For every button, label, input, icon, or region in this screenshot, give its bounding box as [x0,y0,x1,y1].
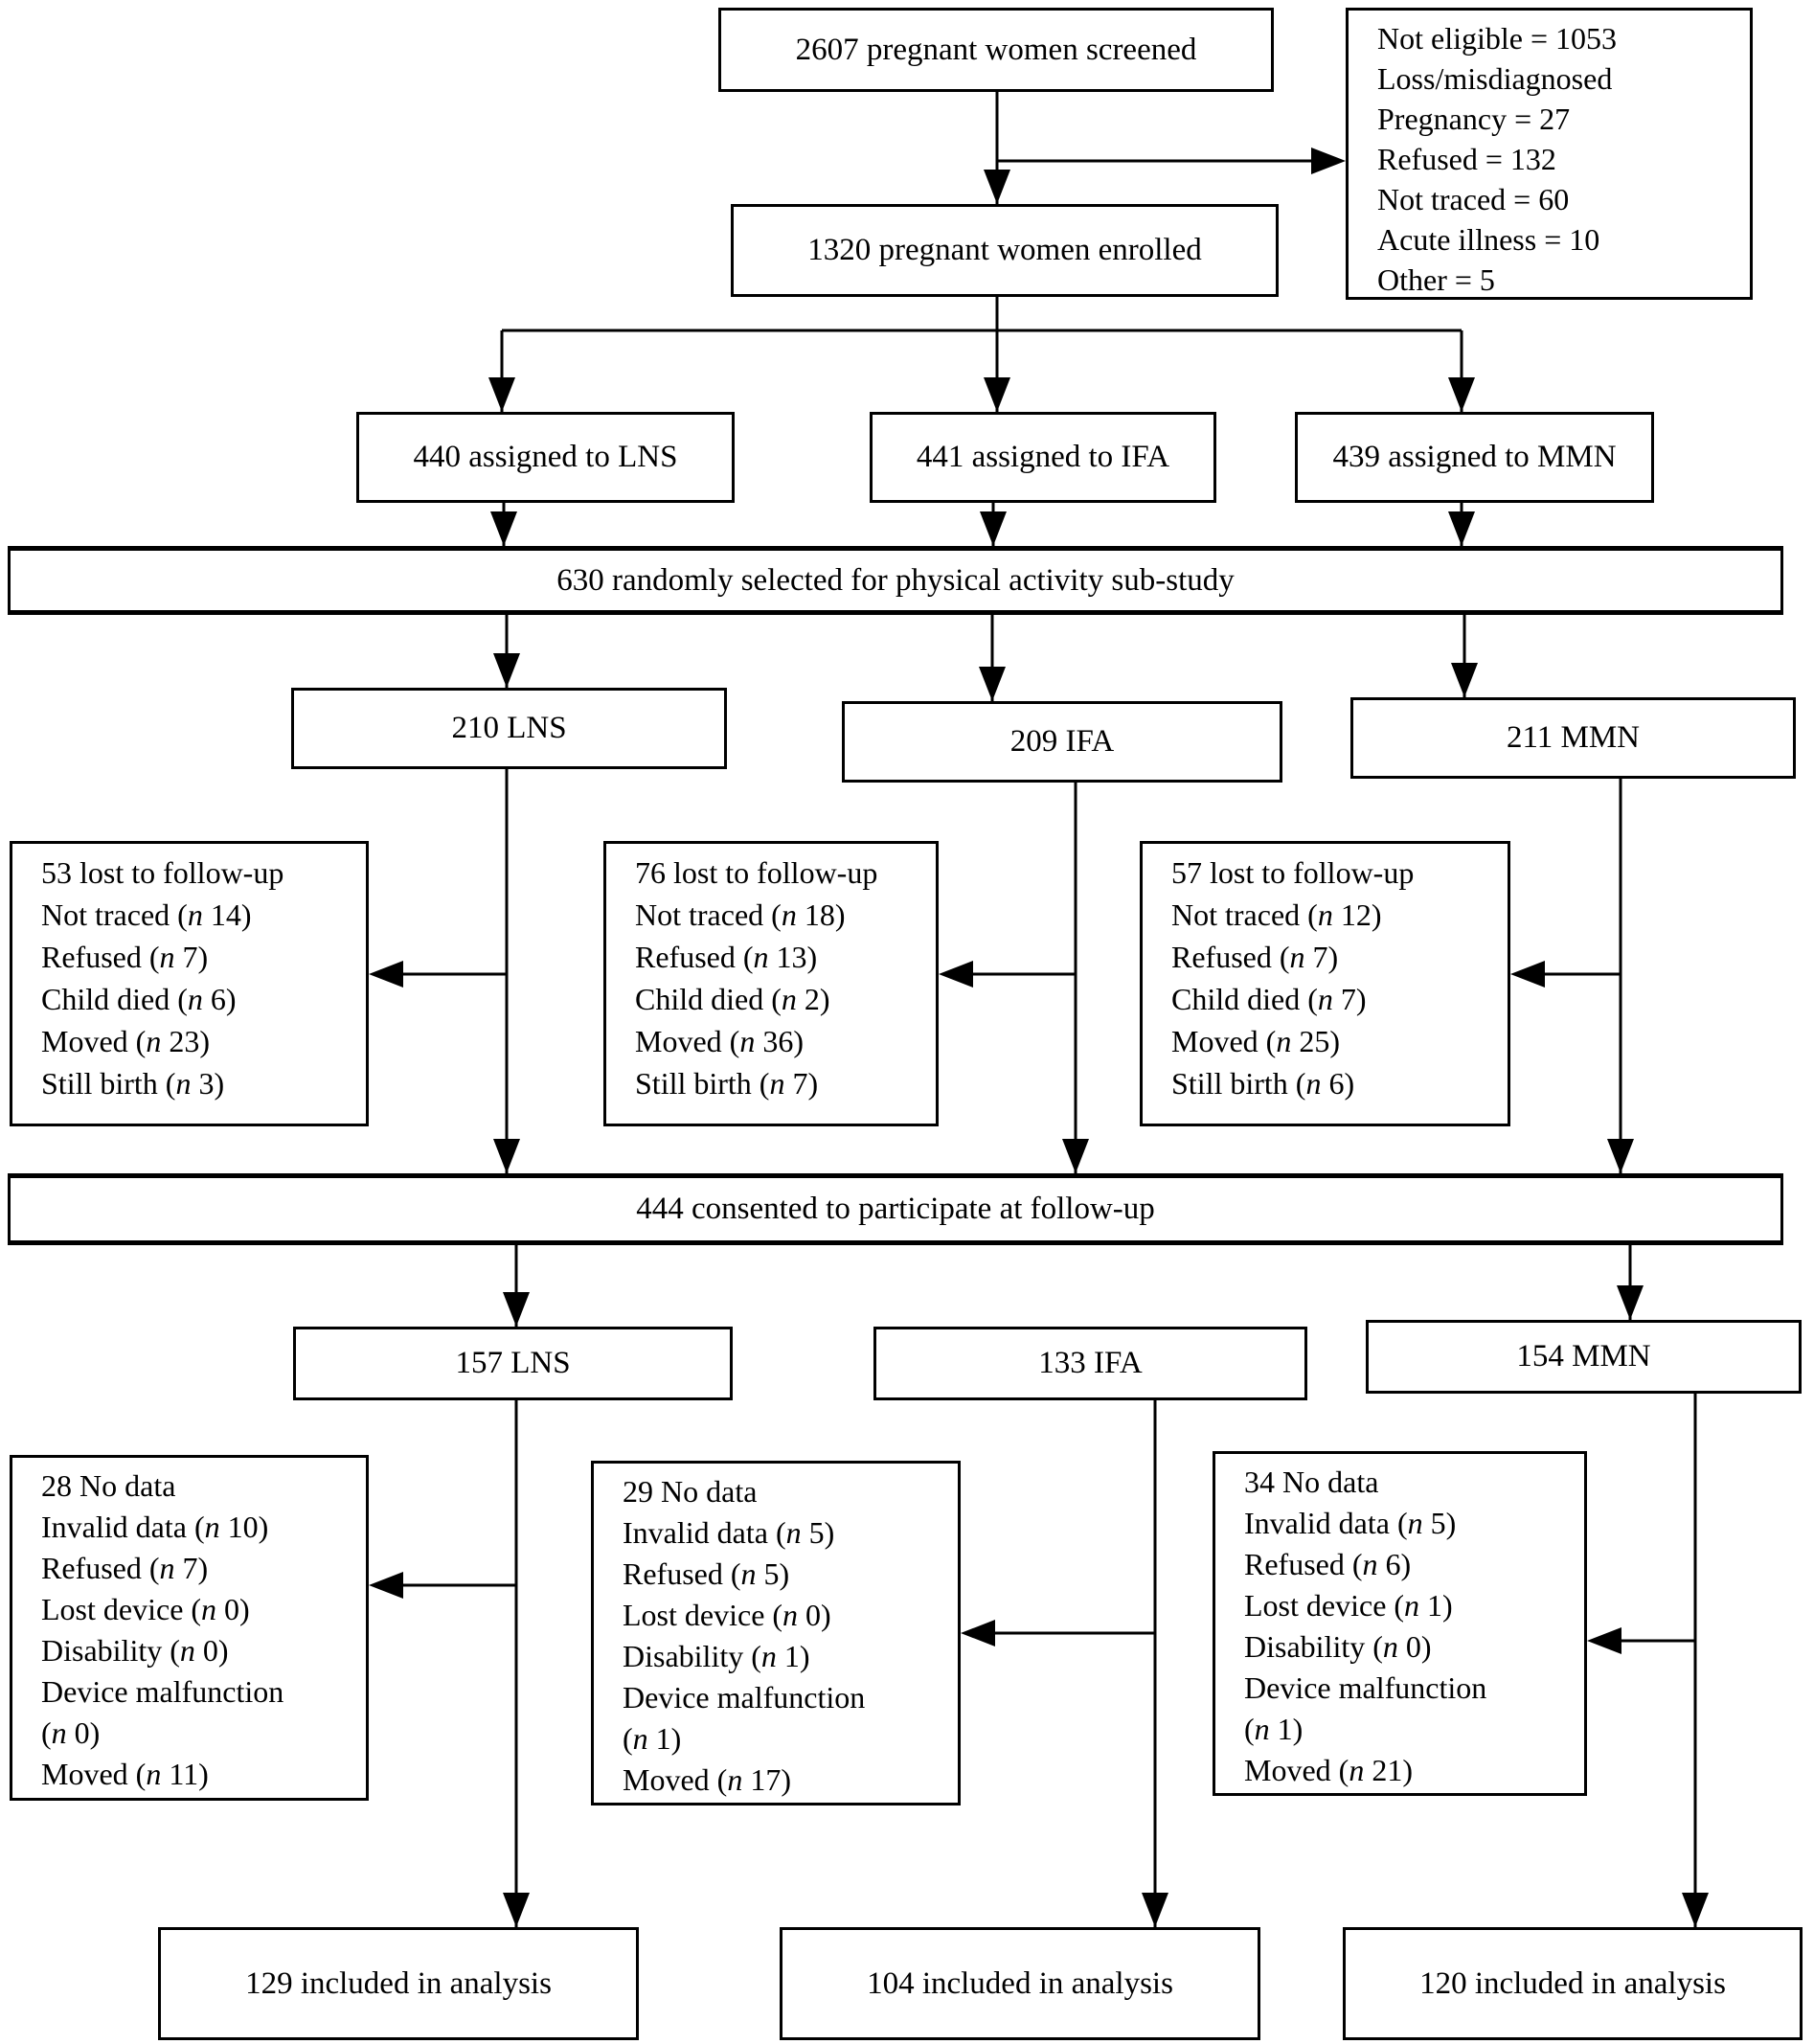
box-mmn-154: 154 MMN [1366,1320,1802,1394]
box-lns-210: 210 LNS [291,688,727,769]
box-screened: 2607 pregnant women screened [718,8,1274,92]
box-line: 57 lost to follow-up [1171,855,1415,890]
box-line: Device malfunction [1244,1670,1487,1705]
box-line: (n 1) [1244,1712,1304,1746]
box-line: Pregnancy = 27 [1377,102,1571,136]
box-line: Disability (n 1) [623,1639,810,1673]
box-line: Loss/misdiagnosed [1377,61,1613,96]
box-ifa-209: 209 IFA [842,701,1282,783]
box-line: 76 lost to follow-up [635,855,878,890]
box-line: Moved (n 17) [623,1762,791,1797]
box-line: Invalid data (n 10) [41,1510,269,1544]
box-line: Refused (n 6) [1244,1547,1412,1581]
box-assigned-mmn-label: 439 assigned to MMN [1332,440,1617,474]
box-line: 29 No data [623,1474,758,1509]
box-line: Refused (n 5) [623,1556,790,1591]
box-line: Not traced (n 18) [635,897,846,932]
box-line: 34 No data [1244,1465,1379,1499]
box-mmn-211-label: 211 MMN [1506,720,1641,755]
box-line: Disability (n 0) [41,1633,229,1668]
box-mmn-154-label: 154 MMN [1516,1339,1651,1374]
box-line: Not traced (n 14) [41,897,252,932]
box-lns-157: 157 LNS [293,1327,733,1400]
box-line: (n 0) [41,1715,101,1750]
box-line: Still birth (n 7) [635,1066,819,1101]
box-line: Invalid data (n 5) [1244,1506,1457,1540]
box-assigned-ifa: 441 assigned to IFA [870,412,1216,503]
box-line: Refused (n 13) [635,940,818,974]
box-line: Other = 5 [1377,262,1495,297]
box-line: Child died (n 6) [41,982,237,1016]
box-substudy: 630 randomly selected for physical activ… [8,546,1783,615]
box-screened-label: 2607 pregnant women screened [795,32,1197,67]
box-ifa-133-label: 133 IFA [1038,1346,1143,1380]
box-line: Moved (n 21) [1244,1753,1413,1787]
box-line: 28 No data [41,1468,176,1503]
box-line: Refused (n 7) [41,1551,209,1585]
box-line: Moved (n 25) [1171,1024,1340,1058]
box-line: Moved (n 23) [41,1024,210,1058]
box-line: Refused (n 7) [41,940,209,974]
box-line: Device malfunction [41,1674,284,1709]
box-enrolled: 1320 pregnant women enrolled [731,204,1279,297]
box-assigned-mmn: 439 assigned to MMN [1295,412,1654,503]
box-line: Child died (n 7) [1171,982,1367,1016]
box-consented-label: 444 consented to participate at follow-u… [636,1192,1155,1226]
box-enrolled-label: 1320 pregnant women enrolled [807,233,1202,267]
box-line: Invalid data (n 5) [623,1515,835,1550]
box-included-lns-label: 129 included in analysis [245,1965,552,2001]
box-line: Moved (n 36) [635,1024,804,1058]
box-included-mmn-label: 120 included in analysis [1419,1965,1726,2001]
box-mmn-211: 211 MMN [1350,697,1796,779]
box-line: Device malfunction [623,1680,866,1715]
box-consented: 444 consented to participate at follow-u… [8,1173,1783,1245]
box-line: Refused (n 7) [1171,940,1339,974]
box-line: (n 1) [623,1721,682,1756]
box-ifa-133: 133 IFA [873,1327,1307,1400]
box-line: Still birth (n 3) [41,1066,225,1101]
box-line: Disability (n 0) [1244,1629,1432,1664]
box-line: Still birth (n 6) [1171,1066,1355,1101]
box-assigned-ifa-label: 441 assigned to IFA [916,440,1170,474]
box-assigned-lns-label: 440 assigned to LNS [413,440,678,474]
box-included-mmn: 120 included in analysis [1343,1927,1803,2040]
box-included-ifa-label: 104 included in analysis [867,1965,1173,2001]
box-included-lns: 129 included in analysis [158,1927,639,2040]
box-lns-157-label: 157 LNS [455,1346,571,1380]
box-line: Child died (n 2) [635,982,830,1016]
box-line: Lost device (n 1) [1244,1588,1453,1623]
box-ifa-209-label: 209 IFA [1009,724,1115,759]
box-line: Acute illness = 10 [1377,222,1600,257]
box-line: Not eligible = 1053 [1377,21,1618,56]
box-line: Lost device (n 0) [41,1592,250,1626]
box-line: Not traced (n 12) [1171,897,1382,932]
box-included-ifa: 104 included in analysis [780,1927,1260,2040]
box-line: Moved (n 11) [41,1757,209,1791]
box-line: Lost device (n 0) [623,1598,831,1632]
box-lns-210-label: 210 LNS [451,711,567,745]
box-assigned-lns: 440 assigned to LNS [356,412,735,503]
box-line: Refused = 132 [1377,142,1556,176]
box-line: 53 lost to follow-up [41,855,284,890]
box-substudy-label: 630 randomly selected for physical activ… [556,562,1235,598]
box-line: Not traced = 60 [1377,182,1570,216]
